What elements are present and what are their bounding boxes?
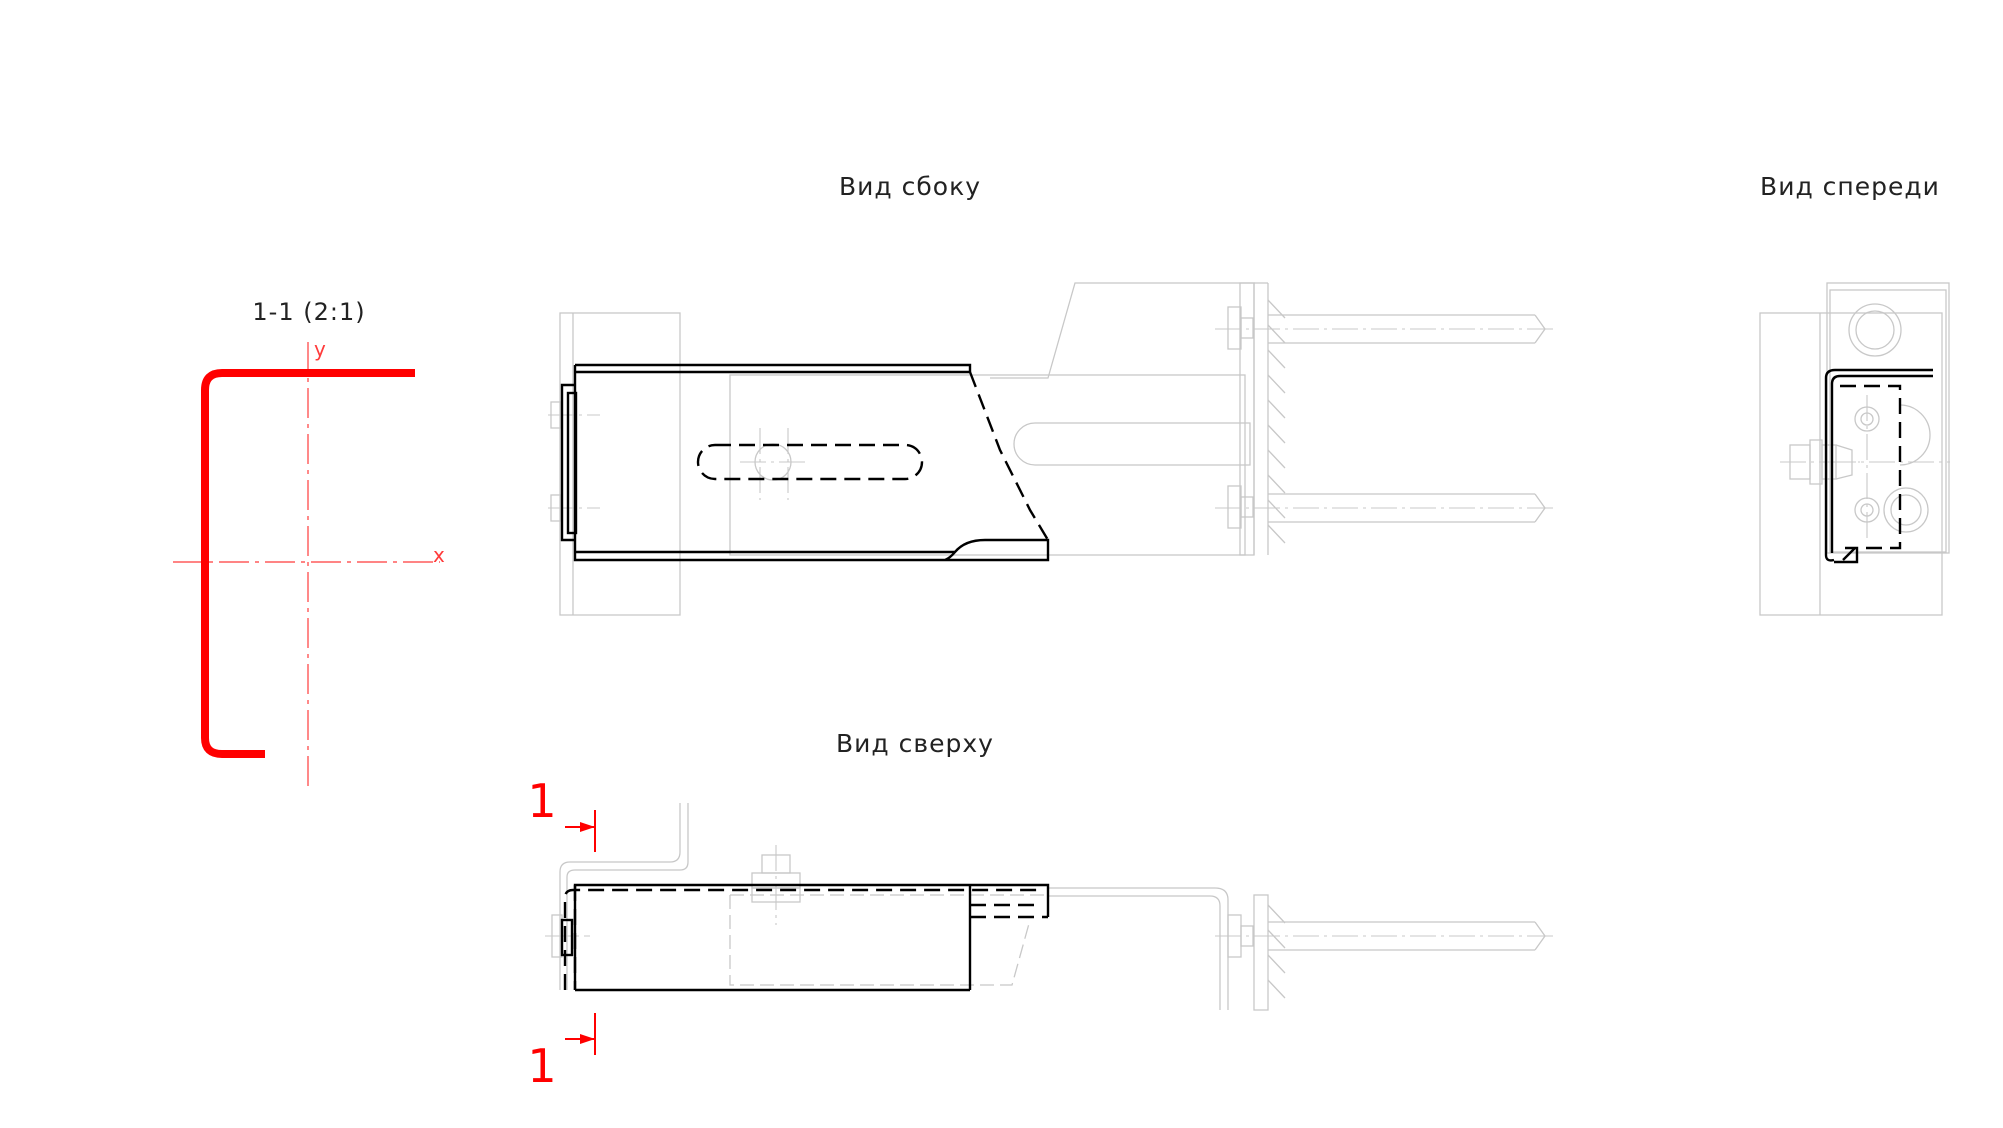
section-1-1: 1-1 (2:1) y x bbox=[173, 298, 445, 790]
side-view-bracket bbox=[560, 363, 1050, 562]
section-title: 1-1 (2:1) bbox=[252, 298, 365, 326]
section-marker-top-label: 1 bbox=[527, 774, 556, 828]
front-view-bracket bbox=[1824, 368, 1933, 564]
y-axis-label: y bbox=[314, 337, 326, 361]
side-view-context bbox=[548, 282, 1555, 616]
section-marker-top: 1 bbox=[527, 774, 596, 852]
top-view: Вид сверху bbox=[527, 729, 1555, 1093]
section-marker-bottom: 1 bbox=[527, 1013, 596, 1093]
front-view-title: Вид спереди bbox=[1760, 172, 1940, 201]
channel-profile bbox=[201, 369, 415, 758]
section-marker-bottom-label: 1 bbox=[527, 1039, 556, 1093]
x-axis-label: x bbox=[433, 543, 445, 567]
side-view-title: Вид сбоку bbox=[839, 172, 981, 201]
front-view: Вид спереди bbox=[1759, 172, 1950, 616]
top-view-title: Вид сверху bbox=[836, 729, 994, 758]
side-view: Вид сбоку bbox=[548, 172, 1555, 616]
top-view-context bbox=[545, 803, 1555, 1011]
front-view-context bbox=[1759, 282, 1950, 616]
top-view-bracket bbox=[560, 883, 1050, 992]
